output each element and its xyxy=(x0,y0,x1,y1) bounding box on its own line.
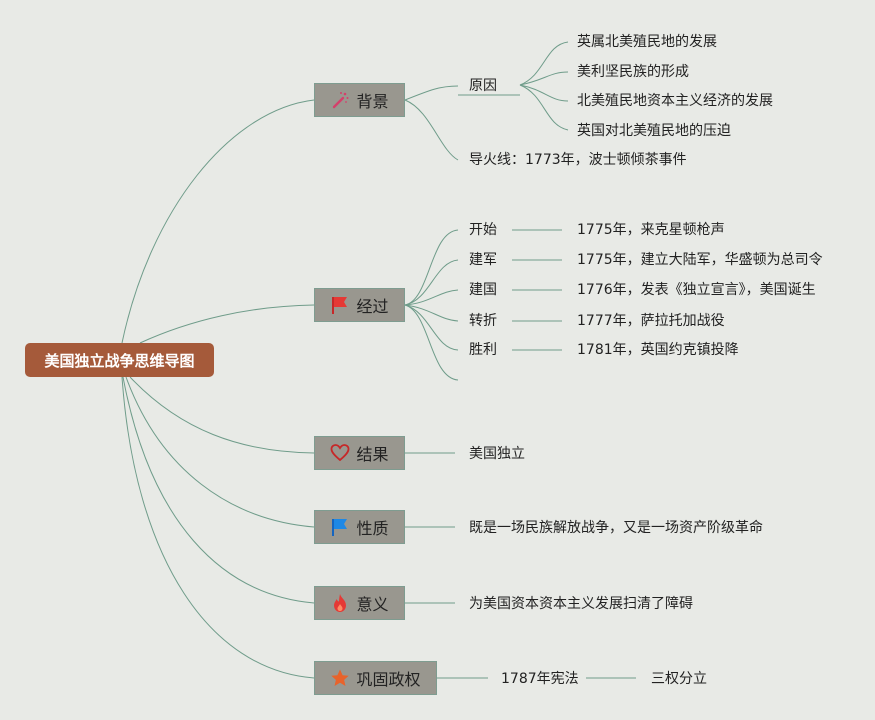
nature-detail[interactable]: 既是一场民族解放战争，又是一场资产阶级革命 xyxy=(469,520,763,536)
result-detail[interactable]: 美国独立 xyxy=(469,446,525,462)
branch-consolidate-label: 巩固政权 xyxy=(356,670,421,689)
root-label: 美国独立战争思维导图 xyxy=(44,351,195,370)
stage-label[interactable]: 建国 xyxy=(469,282,497,298)
stage-label[interactable]: 开始 xyxy=(469,222,497,238)
branch-process[interactable]: 经过 xyxy=(314,288,405,322)
link-background-cause xyxy=(404,85,459,101)
branch-consolidate[interactable]: 巩固政权 xyxy=(314,661,437,695)
root-node[interactable]: 美国独立战争思维导图 xyxy=(25,343,214,377)
link-cause-2 xyxy=(519,71,569,86)
link-root-result xyxy=(129,376,315,454)
significance-detail[interactable]: 为美国资本资本主义发展扫清了障碍 xyxy=(469,596,693,612)
link-root-background xyxy=(121,99,315,344)
link-root-significance xyxy=(122,376,315,604)
stage-label[interactable]: 建军 xyxy=(469,252,497,268)
branch-background[interactable]: 背景 xyxy=(314,83,405,117)
link-process-5 xyxy=(404,304,459,351)
branch-significance[interactable]: 意义 xyxy=(314,586,405,620)
branch-nature[interactable]: 性质 xyxy=(314,510,405,544)
fuse-event[interactable]: 导火线：1773年，波士顿倾茶事件 xyxy=(469,152,687,168)
link-process-1 xyxy=(404,229,459,306)
link-root-nature xyxy=(125,376,315,528)
consolidate-sub-detail[interactable]: 三权分立 xyxy=(651,671,707,687)
stage-detail[interactable]: 1775年，建立大陆军，华盛顿为总司令 xyxy=(577,252,823,268)
magic-wand-icon xyxy=(330,90,350,110)
branch-process-label: 经过 xyxy=(356,297,389,316)
branch-background-label: 背景 xyxy=(356,92,389,111)
link-background-fuse xyxy=(404,99,459,161)
cause-item[interactable]: 英国对北美殖民地的压迫 xyxy=(577,123,731,139)
link-root-consolidate xyxy=(121,376,315,679)
red-flag-icon xyxy=(330,295,350,315)
link-process-2 xyxy=(404,259,459,306)
link-cause-3 xyxy=(519,84,569,102)
link-root-process xyxy=(139,304,315,344)
consolidate-detail[interactable]: 1787年宪法 xyxy=(501,671,579,687)
star-icon xyxy=(330,668,350,688)
cause-item[interactable]: 美利坚民族的形成 xyxy=(577,64,689,80)
link-process-4 xyxy=(404,304,459,322)
stage-detail[interactable]: 1775年，来克星顿枪声 xyxy=(577,222,725,238)
stage-detail[interactable]: 1777年，萨拉托加战役 xyxy=(577,313,725,329)
stage-detail[interactable]: 1776年，发表《独立宣言》，美国诞生 xyxy=(577,282,816,298)
heart-icon xyxy=(330,443,350,463)
link-process-3 xyxy=(404,289,459,306)
branch-result[interactable]: 结果 xyxy=(314,436,405,470)
link-cause-1 xyxy=(519,41,569,86)
cause-label[interactable]: 原因 xyxy=(469,78,497,94)
stage-label[interactable]: 转折 xyxy=(469,313,497,329)
branch-result-label: 结果 xyxy=(356,445,389,464)
cause-item[interactable]: 北美殖民地资本主义经济的发展 xyxy=(577,93,773,109)
link-process-6 xyxy=(404,304,459,381)
branch-significance-label: 意义 xyxy=(356,595,389,614)
branch-nature-label: 性质 xyxy=(356,519,389,538)
cause-item[interactable]: 英属北美殖民地的发展 xyxy=(577,34,717,50)
fire-icon xyxy=(330,593,350,613)
blue-flag-icon xyxy=(330,517,350,537)
stage-label[interactable]: 胜利 xyxy=(469,342,497,358)
stage-detail[interactable]: 1781年，英国约克镇投降 xyxy=(577,342,739,358)
link-cause-4 xyxy=(519,84,569,131)
